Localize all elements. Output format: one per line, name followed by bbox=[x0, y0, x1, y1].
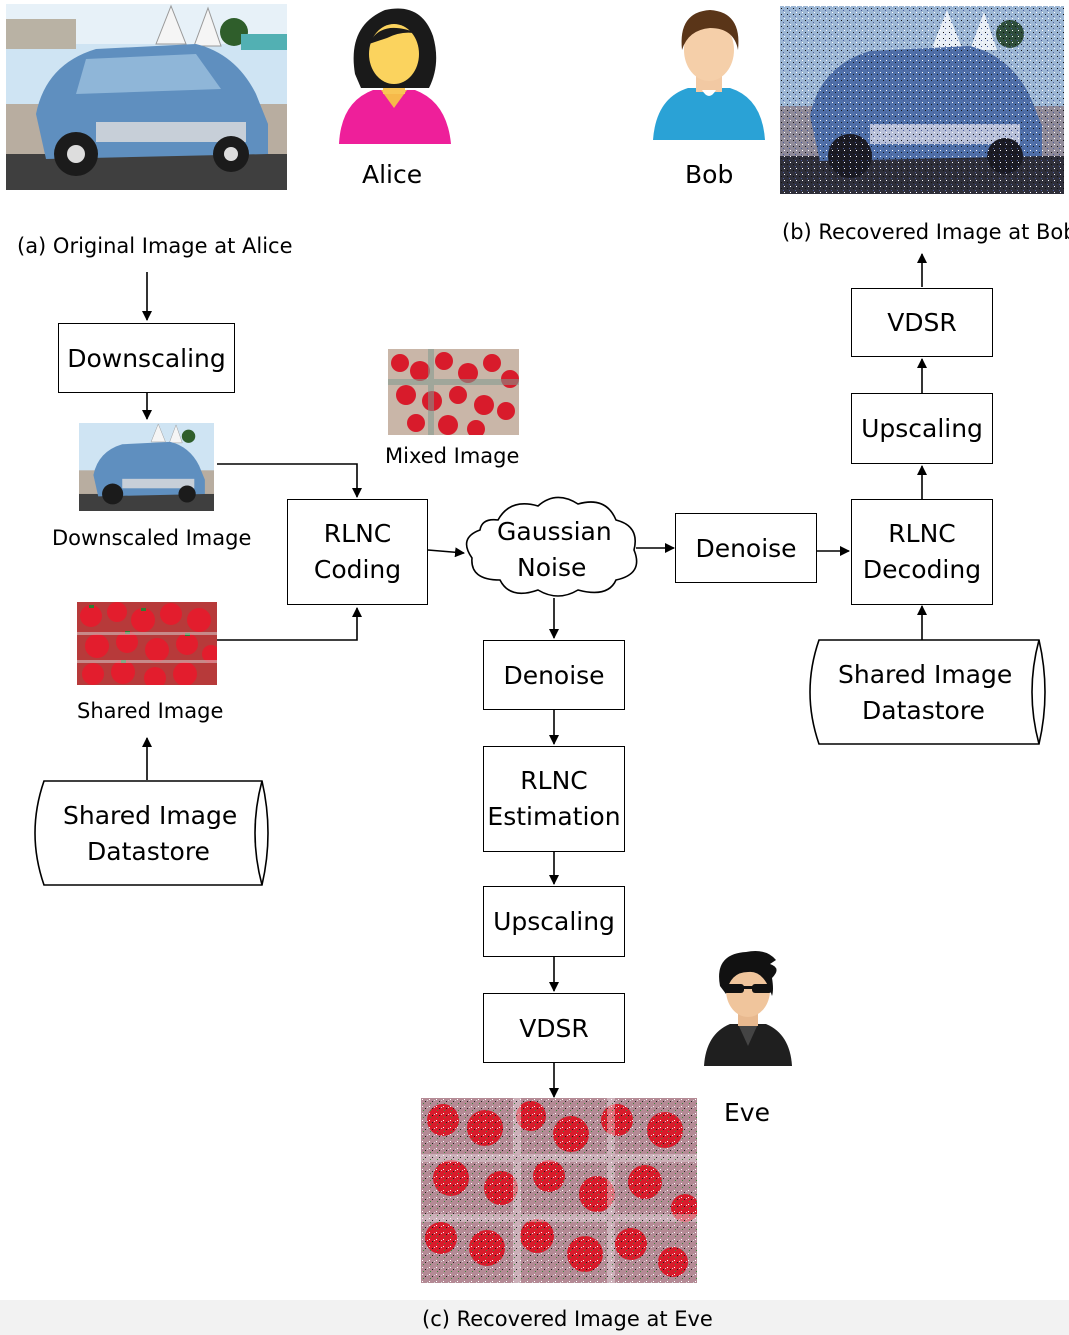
downscaled-image-label: Downscaled Image bbox=[52, 526, 252, 550]
downscaling-label: Downscaling bbox=[67, 343, 226, 373]
rlnc-decoding-label-1: RLNC bbox=[888, 519, 956, 548]
denoise-bob-label: Denoise bbox=[695, 533, 797, 563]
eve-icon bbox=[700, 950, 796, 1070]
bob-label: Bob bbox=[685, 160, 734, 189]
shared-image-datastore-left bbox=[34, 780, 269, 886]
shared-image-datastore-right bbox=[809, 639, 1046, 745]
datastore-left-label-1: Shared Image bbox=[63, 801, 238, 830]
bob-icon bbox=[650, 6, 768, 146]
mixed-image-label: Mixed Image bbox=[385, 444, 520, 468]
upscaling-eve-box: Upscaling bbox=[483, 886, 625, 957]
datastore-left-label-2: Datastore bbox=[87, 837, 210, 866]
eve-recovered-image bbox=[421, 1098, 697, 1283]
gaussian-noise-cloud bbox=[465, 496, 638, 597]
eve-label: Eve bbox=[724, 1098, 770, 1127]
bob-recovered-car-image bbox=[780, 6, 1064, 194]
vdsr-bob-box: VDSR bbox=[851, 288, 993, 357]
gaussian-noise-label-2: Noise bbox=[517, 553, 587, 582]
vdsr-eve-label: VDSR bbox=[519, 1013, 589, 1043]
downscaled-car-image bbox=[79, 423, 214, 511]
rlnc-decoding-box: RLNC Decoding bbox=[851, 499, 993, 605]
rlnc-coding-box: RLNC Coding bbox=[287, 499, 428, 605]
rlnc-coding-label-2: Coding bbox=[313, 555, 402, 584]
mixed-image bbox=[388, 349, 519, 435]
denoise-bob-box: Denoise bbox=[675, 513, 817, 583]
datastore-right-label-2: Datastore bbox=[862, 696, 985, 725]
vdsr-bob-label: VDSR bbox=[887, 308, 957, 337]
denoise-eve-box: Denoise bbox=[483, 640, 625, 710]
upscaling-eve-label: Upscaling bbox=[493, 907, 615, 936]
rlnc-estimation-label-2: Estimation bbox=[487, 802, 621, 831]
upscaling-bob-label: Upscaling bbox=[861, 414, 983, 443]
denoise-eve-label: Denoise bbox=[503, 660, 605, 690]
caption-band bbox=[0, 1300, 1069, 1335]
datastore-right-label-1: Shared Image bbox=[838, 660, 1013, 689]
caption-b: (b) Recovered Image at Bob bbox=[782, 220, 1069, 244]
rlnc-coding-label-1: RLNC bbox=[323, 519, 392, 548]
caption-a: (a) Original Image at Alice bbox=[17, 234, 293, 258]
rlnc-estimation-label-1: RLNC bbox=[520, 766, 588, 795]
caption-c: (c) Recovered Image at Eve bbox=[422, 1307, 713, 1331]
alice-label: Alice bbox=[362, 160, 423, 189]
shared-image-label: Shared Image bbox=[77, 699, 224, 723]
downscaling-box: Downscaling bbox=[58, 323, 235, 393]
rlnc-decoding-label-2: Decoding bbox=[862, 555, 982, 584]
rlnc-estimation-box: RLNC Estimation bbox=[483, 746, 625, 852]
gaussian-noise-label-1: Gaussian bbox=[497, 517, 612, 546]
upscaling-bob-box: Upscaling bbox=[851, 393, 993, 464]
original-car-image bbox=[6, 4, 287, 190]
shared-image bbox=[77, 602, 217, 685]
alice-icon bbox=[333, 4, 455, 154]
vdsr-eve-box: VDSR bbox=[483, 993, 625, 1063]
